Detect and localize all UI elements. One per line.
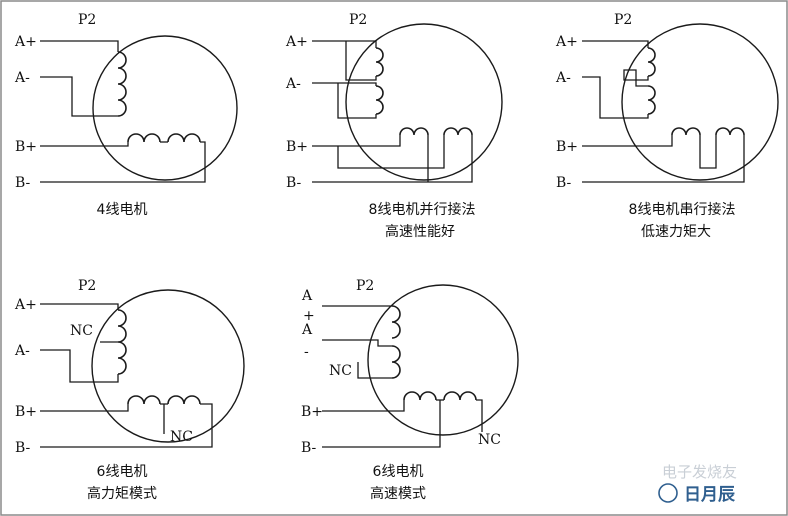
pin-label-b-minus: B- [15,175,31,191]
coil-b [127,133,201,143]
wires [40,40,206,183]
pin-label-b-minus: B- [556,175,572,191]
wires [312,40,473,183]
motor-outline [92,35,238,181]
caption-line-2: 高力矩模式 [87,485,157,502]
pin-label-b-plus: B+ [556,139,578,155]
diagram-6-wire-high-speed: P2 A + A - B+ B- NC NC 6线电机 高速模式 [301,278,519,502]
pin-label-b-plus: B+ [286,139,308,155]
pin-label-a-minus-sign: - [304,344,309,360]
caption-line-1: 6线电机 [373,464,424,480]
connector-label: P2 [356,278,374,294]
nc-label-center-tap-a: NC [70,323,93,339]
wires [582,40,745,183]
pin-label-b-minus: B- [286,175,302,191]
pin-label-a-minus: A- [14,343,30,359]
connector-label: P2 [614,12,632,28]
diagram-8-wire-serial: P2 A+ A- B+ B- 8线电机串行接法 低速力矩大 [555,12,779,240]
coil-a [647,47,656,115]
motor-outline [621,23,779,181]
diagram-6-wire-high-torque: P2 A+ A- B+ B- NC NC 6线电机 高力矩模式 [14,278,245,502]
pin-label-b-plus: B+ [15,139,37,155]
watermark-brand: 日月辰 [684,485,736,505]
pin-label-a-plus-sign: + [303,308,315,324]
pin-label-a-plus: A+ [555,34,578,50]
pin-label-a-plus-letter: A [301,288,313,304]
connector-label: P2 [78,278,96,294]
pin-label-a-plus: A+ [285,34,308,50]
coil-b [127,395,201,405]
coil-a [375,47,384,115]
motor-outline [345,23,503,181]
pin-label-a-plus: A+ [14,34,37,50]
pin-label-a-minus: A- [555,70,571,86]
motor-outline [367,284,519,436]
pin-label-b-plus: B+ [301,404,323,420]
coil-a [117,309,127,375]
connector-label: P2 [78,12,96,28]
connector-label: P2 [349,12,367,28]
pin-label-b-minus: B- [301,440,317,456]
pin-label-a-plus: A+ [14,297,37,313]
coil-b [399,127,473,136]
wires [322,305,483,448]
pin-label-b-plus: B+ [15,404,37,420]
caption-line-2: 高速模式 [370,485,426,502]
caption-line-1: 8线电机串行接法 [629,201,736,218]
motor-outline [91,289,245,443]
diagram-4-wire: P2 A+ A- B+ B- 4线电机 [14,12,238,218]
caption-line-2: 低速力矩大 [641,224,711,240]
wires [40,303,213,448]
pin-label-a-minus: A- [14,70,30,86]
watermark: 电子发烧友 日月辰 [658,463,737,505]
watermark-logo-icon [658,483,678,503]
caption-line-1: 4线电机 [97,202,148,218]
pin-label-a-minus-letter: A [301,322,313,338]
diagram-8-wire-parallel: P2 A+ A- B+ B- 8线电机并行接法 高速性能好 [285,12,503,240]
pin-label-a-minus: A- [285,76,301,92]
watermark-text: 电子发烧友 [662,463,737,481]
coil-a [391,305,401,379]
nc-label-center-tap-b: NC [170,429,193,445]
caption-line-1: 6线电机 [97,464,148,480]
coil-b [403,391,477,401]
caption-line-2: 高速性能好 [385,223,455,240]
nc-label-coil-a: NC [329,363,352,379]
caption-line-1: 8线电机并行接法 [369,201,476,218]
coil-b [671,127,745,136]
coil-a [117,51,127,117]
pin-label-b-minus: B- [15,440,31,456]
nc-label-coil-b: NC [478,432,501,448]
